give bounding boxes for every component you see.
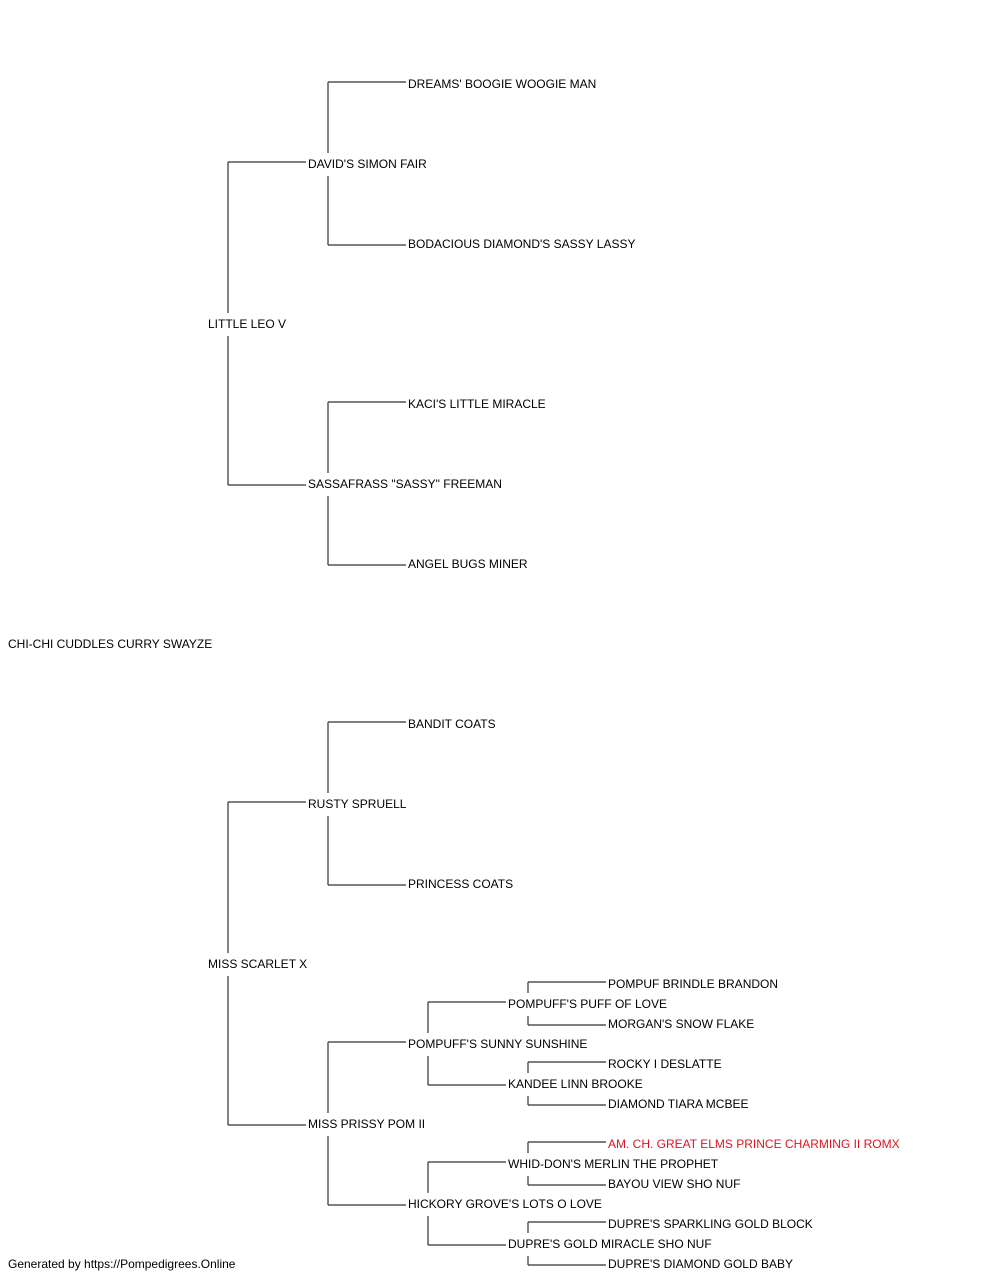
sire-dam-sire-name: KACI'S LITTLE MIRACLE (408, 397, 546, 411)
dam-dam-dam-dam-name: DUPRE'S GOLD MIRACLE SHO NUF (508, 1237, 712, 1251)
dam-dam-sire-sire-dam-name: MORGAN'S SNOW FLAKE (608, 1017, 755, 1031)
dam-dam-dam-sire-name: WHID-DON'S MERLIN THE PROPHET (508, 1157, 719, 1171)
dam-sire-dam-name: PRINCESS COATS (408, 877, 514, 891)
sire-dam-dam-name: ANGEL BUGS MINER (408, 557, 528, 571)
champion-ancestor-name: AM. CH. GREAT ELMS PRINCE CHARMING II RO… (608, 1137, 900, 1151)
dam-dam-sire-sire-sire-name: POMPUF BRINDLE BRANDON (608, 977, 779, 991)
dam-dam-dam-dam-dam-name: DUPRE'S DIAMOND GOLD BABY (608, 1257, 793, 1271)
dam-dam-sire-name: POMPUFF'S SUNNY SUNSHINE (408, 1037, 588, 1051)
dam-dam-name: MISS PRISSY POM II (308, 1117, 426, 1131)
sire-sire-dam-name: BODACIOUS DIAMOND'S SASSY LASSY (408, 237, 636, 251)
dam-sire-name: RUSTY SPRUELL (308, 797, 407, 811)
dam-dam-sire-sire-name: POMPUFF'S PUFF OF LOVE (508, 997, 667, 1011)
dam-dam-dam-dam-sire-name: DUPRE'S SPARKLING GOLD BLOCK (608, 1217, 813, 1231)
dam-sire-sire-name: BANDIT COATS (408, 717, 496, 731)
dam-name: MISS SCARLET X (208, 957, 308, 971)
sire-dam-name: SASSAFRASS "SASSY" FREEMAN (308, 477, 502, 491)
generated-by-footer: Generated by https://Pompedigrees.Online (8, 1257, 236, 1271)
subject-dog-name: CHI-CHI CUDDLES CURRY SWAYZE (8, 637, 213, 651)
dam-dam-sire-dam-name: KANDEE LINN BROOKE (508, 1077, 643, 1091)
sire-sire-sire-name: DREAMS' BOOGIE WOOGIE MAN (408, 77, 597, 91)
sire-name: LITTLE LEO V (208, 317, 287, 331)
dam-dam-dam-name: HICKORY GROVE'S LOTS O LOVE (408, 1197, 602, 1211)
dam-dam-sire-dam-dam-name: DIAMOND TIARA MCBEE (608, 1097, 749, 1111)
dam-dam-dam-sire-dam-name: BAYOU VIEW SHO NUF (608, 1177, 741, 1191)
dam-dam-sire-dam-sire-name: ROCKY I DESLATTE (608, 1057, 722, 1071)
sire-sire-name: DAVID'S SIMON FAIR (308, 157, 427, 171)
